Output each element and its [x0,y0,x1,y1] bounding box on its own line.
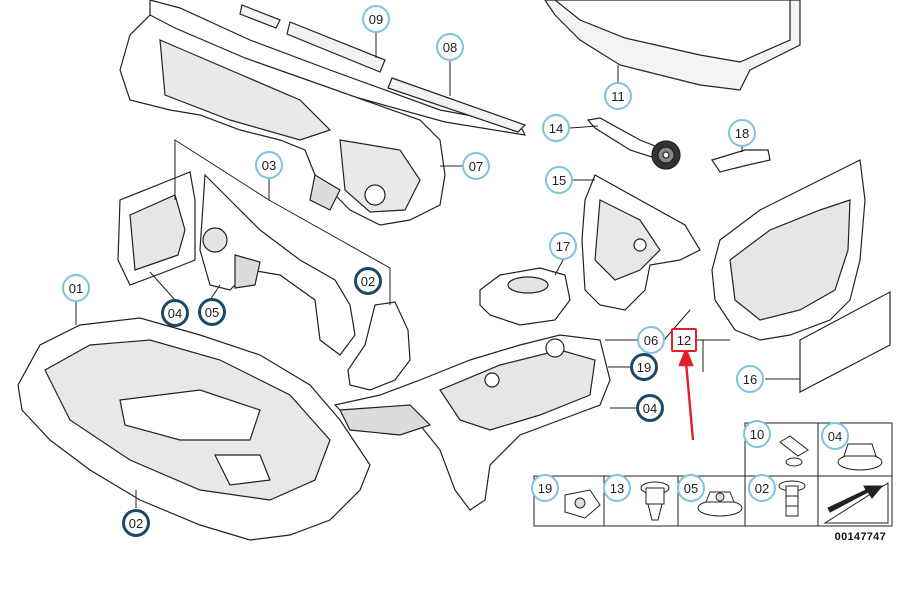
callout-15: 15 [545,166,573,194]
callout-label: 02 [360,273,376,289]
fastener-rivet-02 [778,480,806,517]
callout-label: 04 [642,400,658,416]
callout-label: 10 [749,426,765,442]
callout-05: 05 [677,474,705,502]
callout-label: 13 [609,480,625,496]
callout-label: 17 [555,238,571,254]
callout-02: 02 [354,267,382,295]
callout-11: 11 [604,82,632,110]
callout-label: 07 [468,158,484,174]
part-dash-panel [119,14,446,226]
callout-label: 04 [827,428,843,444]
callout-label: 11 [611,88,625,104]
part-cowl-cover [149,0,527,136]
part-insulation-sheet [799,291,891,393]
part-a-pillar-insulation [199,173,356,356]
callout-label: 15 [551,172,567,188]
callout-label: 19 [636,359,652,375]
diagram-id-label: 00147747 [834,531,886,543]
part-trunk-panel [544,0,801,91]
callout-04: 04 [636,394,664,422]
callout-08: 08 [436,33,464,61]
part-seal-strip [711,149,771,173]
part-wheelhouse-insulation [581,174,701,311]
callout-label: 02 [754,480,770,496]
fastener-nut-05 [697,491,743,517]
highlight-arrow [678,346,695,441]
callout-04: 04 [821,422,849,450]
callout-12-highlighted[interactable]: 12 [671,328,697,352]
callout-label: 09 [368,11,384,27]
callout-label: 02 [128,515,144,531]
callout-label: 04 [167,305,183,321]
callout-label: 05 [204,304,220,320]
callout-14: 14 [542,114,570,142]
callout-07: 07 [462,152,490,180]
callout-02: 02 [748,474,776,502]
part-floor-insulation [17,317,371,541]
callout-label: 08 [442,39,458,55]
callout-06: 06 [637,326,665,354]
fastener-plug-13 [640,481,670,521]
callout-05: 05 [198,298,226,326]
callout-18: 18 [728,119,756,147]
callout-04: 04 [161,299,189,327]
fastener-nut-04 [837,443,883,471]
part-foam-tape [586,117,681,170]
callout-19: 19 [531,474,559,502]
part-door-insulation [711,159,866,341]
callout-label: 06 [643,332,659,348]
callout-03: 03 [255,151,283,179]
callout-label: 03 [261,157,277,173]
callout-09: 09 [362,5,390,33]
callout-label: 18 [734,125,750,141]
leader-lines [75,32,800,508]
callout-label: 19 [537,480,553,496]
callout-19: 19 [630,353,658,381]
callout-16: 16 [736,365,764,393]
fastener-clip-19 [564,489,601,519]
callout-01: 01 [62,274,90,302]
callout-02: 02 [122,509,150,537]
callout-label: 14 [548,120,564,136]
callout-label: 05 [683,480,699,496]
callout-10: 10 [743,420,771,448]
direction-arrow-icon [823,482,889,524]
callout-13: 13 [603,474,631,502]
callout-17: 17 [549,232,577,260]
part-side-insulation-left [117,171,196,286]
part-rear-bulkhead-insulation [333,334,611,511]
part-pillar-bracket [347,301,411,391]
part-cap-insulator [479,267,571,326]
callout-label: 12 [676,332,692,348]
fastener-clip-10 [779,435,809,467]
callout-label: 01 [68,280,84,296]
callout-label: 16 [742,371,758,387]
